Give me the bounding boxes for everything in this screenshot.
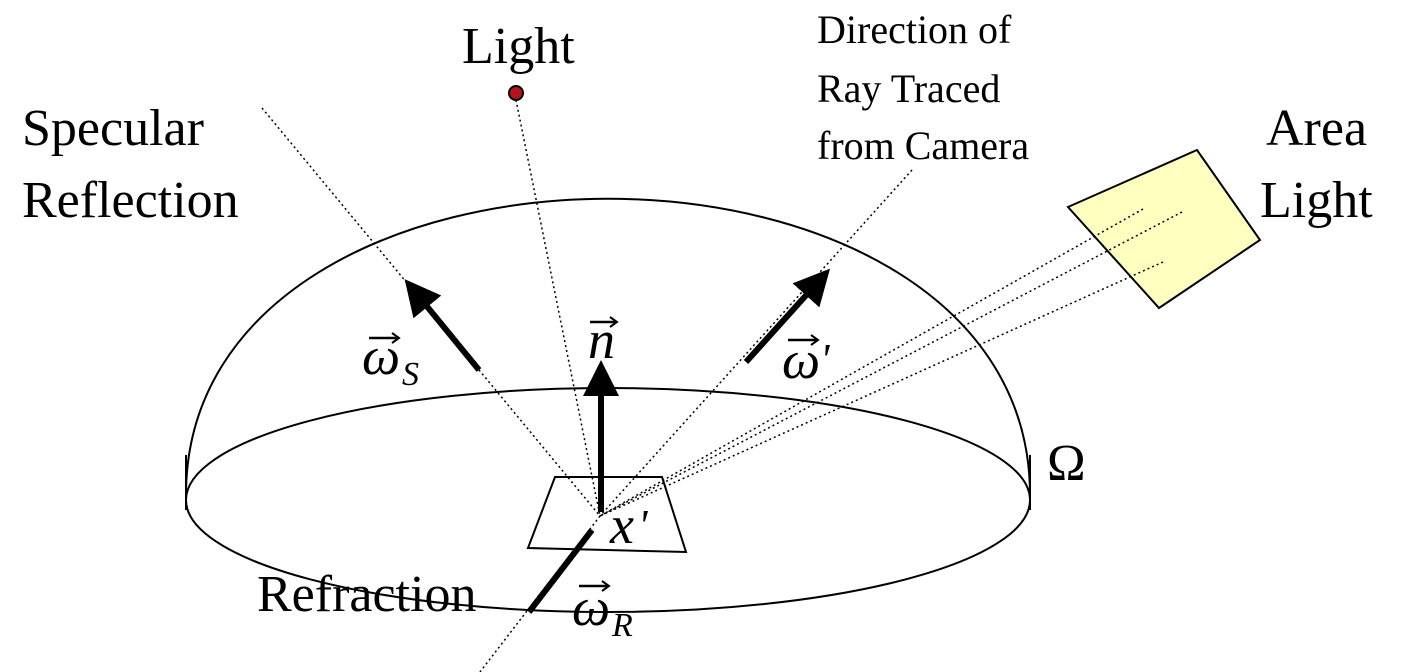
- light-ray: [515, 99, 601, 517]
- specular-reflection-ray: [261, 107, 601, 517]
- hemisphere-dome: [185, 197, 1031, 496]
- omega-r-base: ω: [572, 577, 610, 637]
- area-light-label-line1: Area: [1266, 100, 1367, 157]
- camera-ray: [599, 169, 913, 517]
- omega-r-subscript: R: [611, 607, 633, 644]
- x-prime-base: x: [609, 495, 634, 555]
- normal-base: n: [588, 310, 615, 370]
- omega-s-arrow: [404, 279, 482, 372]
- surface-patch: [526, 476, 688, 554]
- area-light-ray-2: [599, 211, 1183, 517]
- specular-label-line1: Specular: [22, 100, 204, 157]
- light-label: Light: [462, 18, 575, 75]
- omega-s-base: ω: [362, 326, 400, 386]
- specular-label-line2: Reflection: [22, 172, 239, 229]
- omega-r-symbol: ω R: [572, 577, 633, 644]
- omega-r-vector-tip: [601, 580, 611, 592]
- omega-prime-base: ω: [782, 330, 820, 390]
- omega-prime-symbol: ω ': [782, 330, 831, 390]
- point-light-dot: [508, 85, 524, 101]
- direction-label-line3: from Camera: [817, 123, 1029, 168]
- direction-label-line2: Ray Traced: [817, 66, 1000, 111]
- omega-prime-arrow: [743, 268, 831, 365]
- omega-prime-vector-tip: [810, 334, 820, 346]
- area-light-quad: [1066, 148, 1262, 310]
- omega-prime-suffix: ': [820, 335, 831, 384]
- normal-symbol: n: [588, 310, 619, 370]
- omega-s-symbol: ω S: [362, 326, 419, 393]
- area-light-ray-1: [599, 208, 1144, 517]
- refraction-label: Refraction: [257, 566, 476, 623]
- omega-set-label: Ω: [1047, 435, 1086, 492]
- omega-r-arrow: [526, 528, 595, 614]
- area-light-label-line2: Light: [1260, 172, 1373, 229]
- omega-s-vector-tip: [391, 332, 401, 344]
- direction-label-line1: Direction of: [817, 7, 1012, 52]
- x-prime-suffix: ': [638, 501, 649, 550]
- normal-vector-tip: [609, 316, 619, 328]
- x-prime-symbol: x ': [609, 495, 649, 555]
- omega-s-subscript: S: [402, 356, 419, 393]
